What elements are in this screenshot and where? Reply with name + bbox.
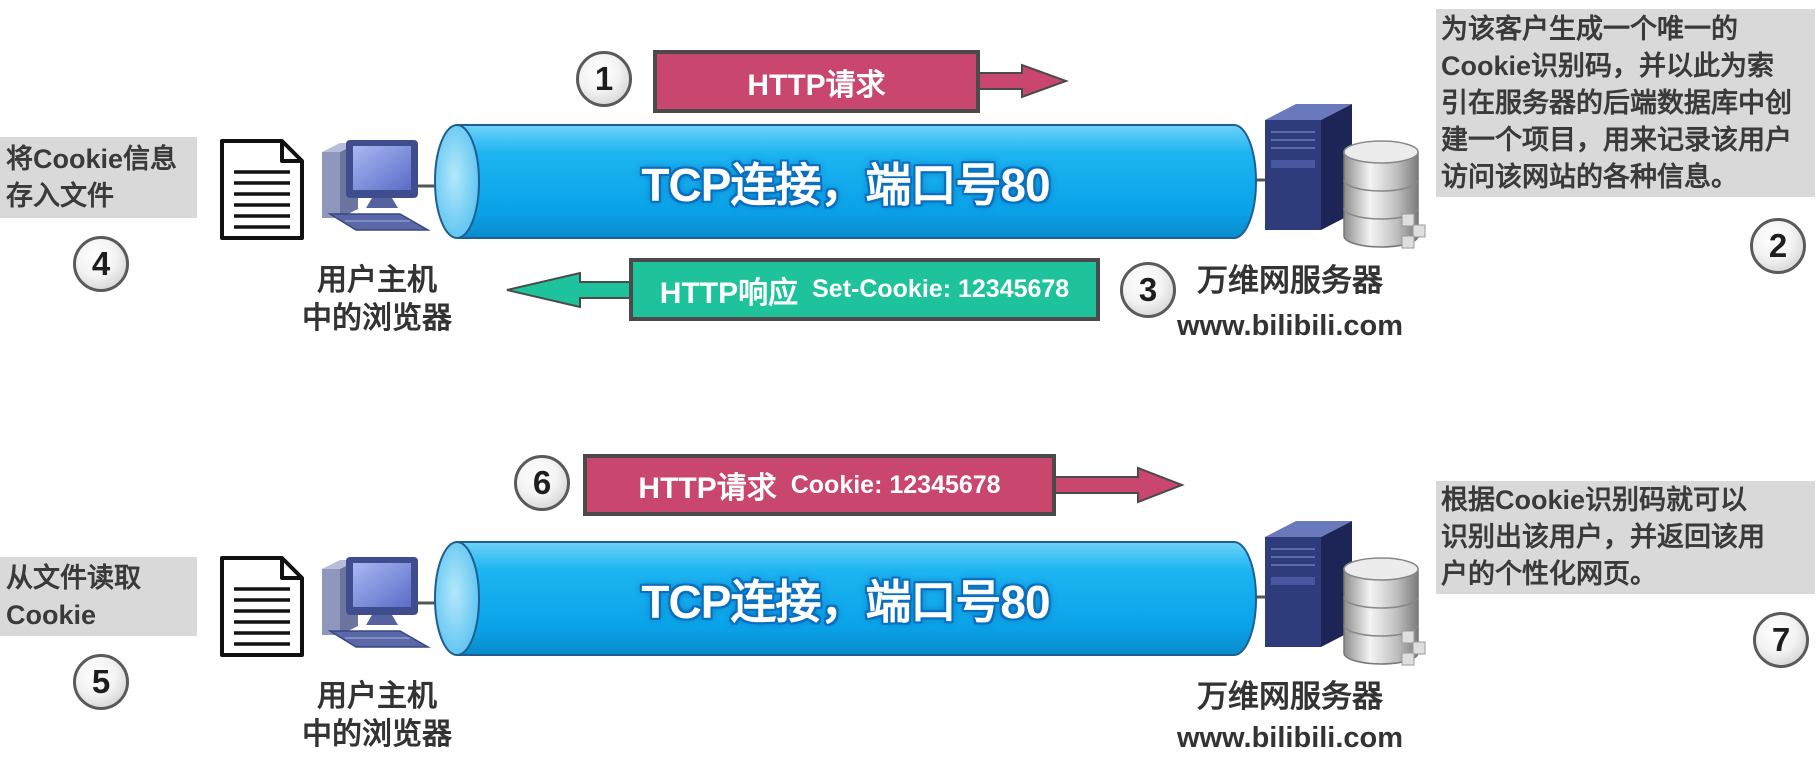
client-note-line: Cookie: [6, 600, 97, 630]
step-badge-7: 7: [1753, 612, 1809, 668]
tcp-connection-label: TCP连接，端口号80: [641, 158, 1050, 211]
client-note: 从文件读取 Cookie: [0, 557, 197, 636]
computer-icon: [322, 140, 431, 231]
client-note: 将Cookie信息 存入文件: [0, 137, 197, 218]
tcp-connection-tube: [434, 124, 1257, 239]
cookie-header: Cookie: 12345678: [790, 470, 1001, 499]
http-request-box: HTTP请求 Cookie: 12345678: [583, 454, 1056, 516]
server-icon: [1265, 521, 1352, 647]
server-host: www.bilibili.com: [1176, 722, 1404, 754]
step-badge-5: 5: [73, 654, 129, 710]
client-label-line2: 中的浏览器: [302, 302, 452, 335]
tcp-connection-tube: [434, 541, 1257, 656]
request-arrow-head: [977, 63, 1069, 99]
client-label-line1: 用户主机: [317, 264, 437, 297]
server-note-line: Cookie识别码，并以此为索: [1441, 51, 1775, 81]
client-note-line: 将Cookie信息: [6, 144, 178, 174]
client-note-line: 从文件读取: [6, 563, 141, 593]
request-label: HTTP请求: [747, 68, 886, 102]
computer-icon: [322, 557, 431, 648]
server-note-line: 建一个项目，用来记录该用户: [1441, 125, 1792, 155]
server-note-line: 为该客户生成一个唯一的: [1441, 14, 1738, 44]
request-arrow-head: [1053, 466, 1185, 504]
document-icon: [220, 556, 304, 657]
server-note-line: 户的个性化网页。: [1441, 559, 1657, 589]
request-label: HTTP请求: [638, 472, 777, 505]
step-badge-2: 2: [1750, 218, 1806, 274]
server-note-line: 引在服务器的后端数据库中创: [1441, 88, 1792, 118]
response-arrow-head: [506, 271, 632, 309]
server-icon: [1265, 104, 1352, 230]
step-badge-3: 3: [1120, 262, 1176, 318]
server-name: 万维网服务器: [1197, 263, 1383, 298]
response-label: HTTP响应: [659, 276, 799, 310]
document-icon: [220, 139, 304, 240]
server-note-line: 访问该网站的各种信息。: [1441, 162, 1738, 192]
server-note-line: 识别出该用户，并返回该用: [1441, 522, 1765, 552]
http-response-box: HTTP响应 Set-Cookie: 12345678: [629, 258, 1100, 321]
server-note-line: 根据Cookie识别码就可以: [1441, 485, 1748, 515]
server-host: www.bilibili.com: [1176, 310, 1404, 342]
server-note: 根据Cookie识别码就可以 识别出该用户，并返回该用 户的个性化网页。: [1436, 481, 1815, 594]
panel-send-cookie: [220, 466, 1426, 666]
tcp-connection-label: TCP连接，端口号80: [641, 575, 1050, 628]
step-badge-6: 6: [514, 455, 570, 511]
client-label-line2: 中的浏览器: [302, 718, 452, 751]
step-badge-1: 1: [576, 51, 632, 107]
panel-set-cookie: [220, 63, 1426, 309]
database-icon: [1343, 557, 1426, 666]
client-label-line1: 用户主机: [317, 680, 437, 713]
http-request-box: HTTP请求: [653, 50, 980, 113]
set-cookie-header: Set-Cookie: 12345678: [812, 275, 1070, 303]
client-note-line: 存入文件: [6, 181, 114, 211]
server-name: 万维网服务器: [1197, 679, 1383, 714]
server-note: 为该客户生成一个唯一的 Cookie识别码，并以此为索 引在服务器的后端数据库中…: [1436, 9, 1815, 197]
database-icon: [1343, 140, 1426, 249]
step-badge-4: 4: [73, 236, 129, 292]
